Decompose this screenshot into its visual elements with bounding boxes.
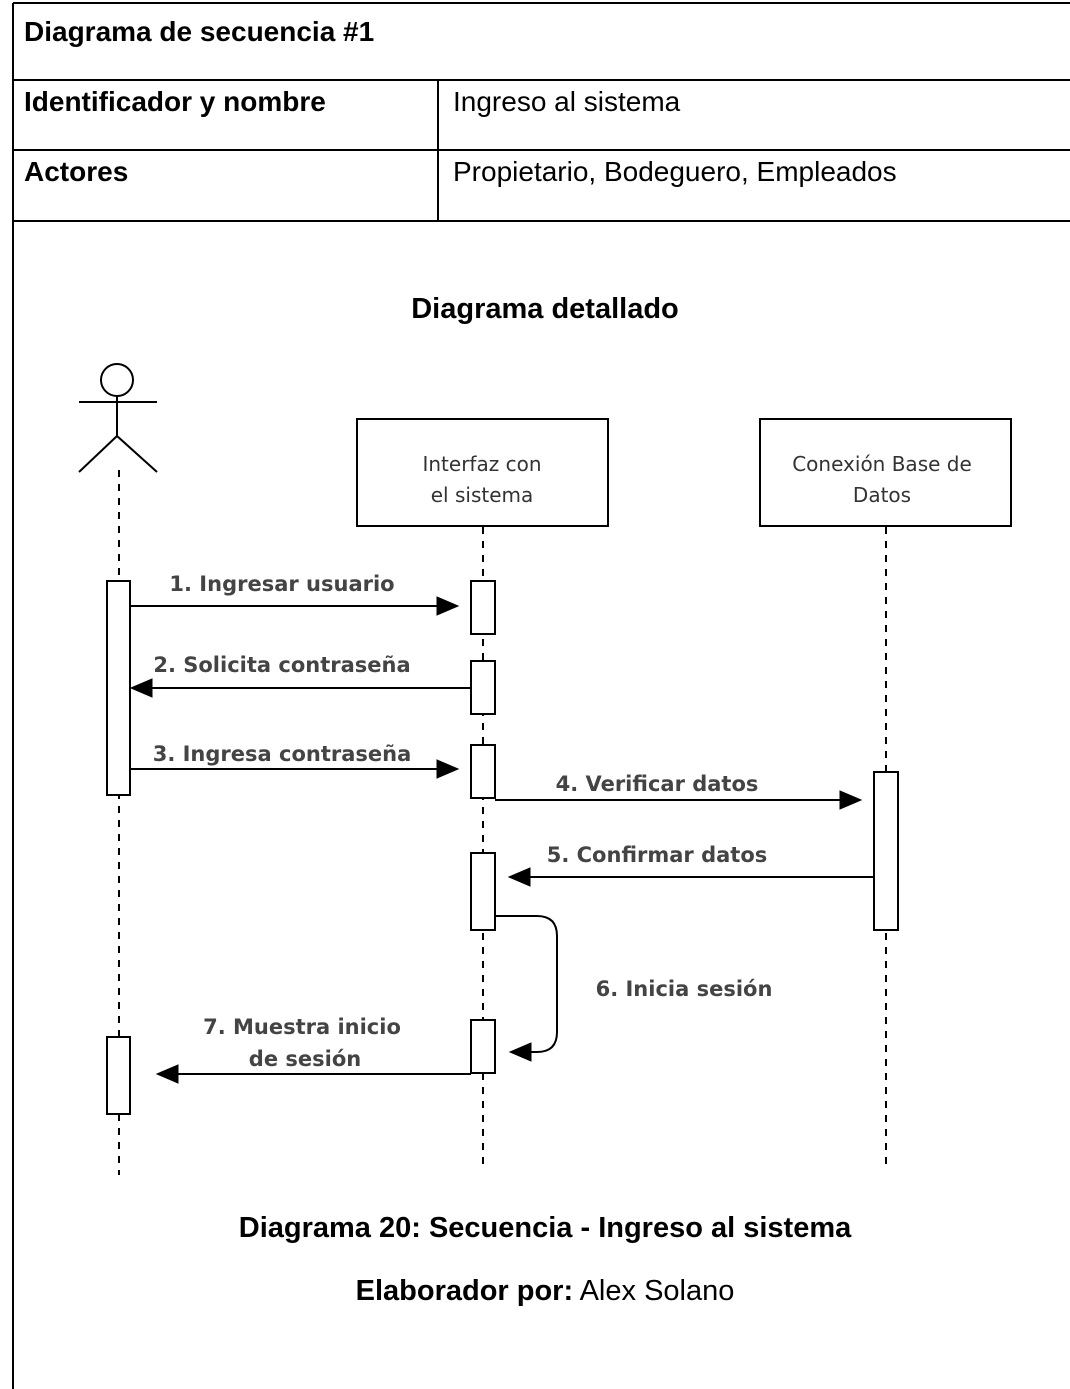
interface-activation-4 <box>470 852 496 931</box>
message-7-label-1: 7. Muestra inicio <box>203 1015 401 1039</box>
author-line: Elaborador por: Alex Solano <box>0 1274 1070 1308</box>
database-activation <box>873 771 899 931</box>
diagram-heading: Diagrama detallado <box>411 293 679 325</box>
actor-activation-1 <box>106 580 131 796</box>
message-2-label: 2. Solicita contraseña <box>153 653 410 677</box>
table-title: Diagrama de secuencia #1 <box>24 16 375 47</box>
identifier-value: Ingreso al sistema <box>453 86 681 117</box>
actor-activation-2 <box>106 1036 131 1115</box>
actors-value: Propietario, Bodeguero, Empleados <box>453 156 897 187</box>
message-3-arrowhead <box>436 759 460 779</box>
message-7-label-2: de sesión <box>249 1047 361 1071</box>
interface-box <box>356 418 609 527</box>
message-4-label: 4. Verificar datos <box>556 772 759 796</box>
interface-box-label-2: el sistema <box>431 483 534 507</box>
message-6-label: 6. Inicia sesión <box>596 977 773 1001</box>
interface-activation-3 <box>470 744 496 799</box>
interface-activation-5 <box>470 1019 496 1074</box>
database-box <box>759 418 1012 527</box>
message-7-arrowhead <box>155 1064 179 1084</box>
figure-caption: Diagrama 20: Secuencia - Ingreso al sist… <box>238 1212 852 1244</box>
message-6-arrow <box>495 915 558 1053</box>
identifier-label: Identificador y nombre <box>24 86 326 117</box>
message-5-label: 5. Confirmar datos <box>547 843 768 867</box>
message-5-arrowhead <box>507 867 531 887</box>
author-label: Elaborador por: <box>355 1275 574 1307</box>
database-box-label-1: Conexión Base de <box>792 452 972 476</box>
message-1-arrowhead <box>436 596 460 616</box>
interface-activation-1 <box>470 580 496 635</box>
interface-activation-2 <box>470 660 496 715</box>
message-4-arrowhead <box>839 790 863 810</box>
actor-figure-icon <box>78 363 158 473</box>
message-1-label: 1. Ingresar usuario <box>169 572 394 596</box>
message-3-label: 3. Ingresa contraseña <box>153 742 412 766</box>
author-name: Alex Solano <box>579 1275 735 1307</box>
actors-label: Actores <box>24 156 129 187</box>
interface-box-label-1: Interfaz con <box>422 452 541 476</box>
message-6-arrowhead <box>508 1042 532 1062</box>
database-box-label-2: Datos <box>853 483 911 507</box>
message-2-arrowhead <box>129 678 153 698</box>
